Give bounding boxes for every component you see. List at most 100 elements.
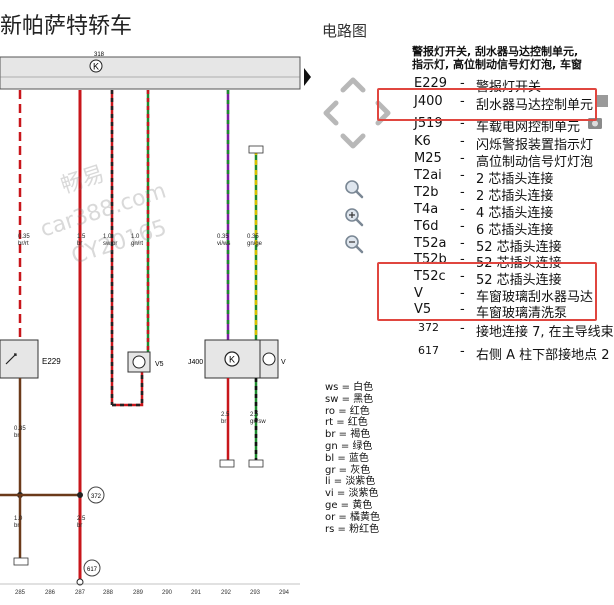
ground-tag-right (248, 459, 264, 468)
wire-label-size: 1.0 (14, 516, 23, 522)
camera-icon[interactable] (588, 118, 602, 129)
color-item: gn = 绿色 (325, 440, 373, 452)
color-item: or = 橘黄色 (325, 511, 380, 523)
wire-label-size: 2.5 (77, 516, 86, 522)
color-item: ge = 黄色 (325, 499, 373, 511)
color-item: bl = 蓝色 (325, 452, 369, 464)
nav-left-icon[interactable] (323, 100, 339, 126)
bus-terminal-symbol: K (93, 62, 99, 72)
fuse-bus-bar (0, 56, 301, 90)
color-code: ro (325, 405, 336, 417)
wire-label-color: gn/rt (131, 241, 143, 247)
legend-code: T2b (414, 185, 439, 200)
color-name: 白色 (353, 382, 374, 393)
color-code: or (325, 511, 336, 523)
search-icon[interactable] (345, 180, 364, 199)
wire-label-size: 2.5 (250, 412, 259, 418)
zoom-in-icon[interactable] (345, 208, 364, 227)
legend-text: 6 芯插头连接 (476, 223, 554, 238)
color-code: ge (325, 499, 338, 511)
column-number: 293 (250, 590, 261, 596)
wire-label-color: gn/ge (247, 241, 263, 247)
legend-text: 车窗玻璃清洗泵 (476, 306, 568, 321)
nav-right-icon[interactable] (375, 100, 391, 126)
legend-code: V (414, 286, 423, 301)
wire-label-size: 0.35 (217, 234, 229, 240)
wire-label-size: 2.5 (221, 412, 230, 418)
legend-code: T2ai (414, 168, 442, 183)
legend-text: 2 芯插头连接 (476, 189, 554, 204)
wire-label-size: 0.35 (247, 234, 259, 240)
ground-point-372 (87, 486, 105, 504)
nav-up-icon[interactable] (340, 77, 366, 93)
color-name: 粉红色 (349, 523, 380, 535)
color-name: 淡紫色 (348, 488, 379, 500)
page-title: 新帕萨特轿车 (0, 14, 133, 39)
legend-code: J519 (414, 116, 443, 131)
ground-point-617 (83, 559, 101, 577)
wire-sw-br-return (112, 372, 144, 407)
expand-arrow-icon[interactable] (304, 68, 311, 86)
color-item: gr = 灰色 (325, 464, 371, 476)
wire-label-color: vi/ws (217, 241, 230, 247)
nav-down-icon[interactable] (340, 133, 366, 149)
color-code: gr (325, 464, 336, 476)
wire-label-color: br (14, 523, 19, 529)
column-number: 289 (133, 590, 144, 596)
wire-label-color: br (14, 433, 19, 439)
legend-code: T52b (414, 252, 447, 267)
image-icon[interactable] (597, 95, 608, 107)
color-name: 黄色 (352, 499, 373, 511)
description-header: 警报灯开关, 刮水器马达控制单元, 指示灯, 高位制动信号灯灯泡, 车窗 (412, 45, 582, 71)
color-name: 蓝色 (348, 452, 369, 464)
color-name: 红色 (347, 417, 368, 429)
color-code: rt (325, 417, 334, 429)
wire-label-size: 0.35 (18, 234, 30, 240)
color-name: 淡紫色 (345, 476, 376, 488)
legend-code: M25 (414, 151, 442, 166)
connector-ref-31 (248, 145, 264, 154)
description-line: 警报灯开关, 刮水器马达控制单元, (412, 45, 579, 58)
legend-text: 52 芯插头连接 (476, 240, 562, 255)
color-code: ws (325, 382, 339, 393)
legend-code: 372 (418, 321, 439, 334)
ground-tag-bottom (13, 557, 29, 566)
wire-label-color: br/rt (18, 241, 29, 247)
color-item: ws = 白色 (325, 382, 374, 393)
legend-text: 闪烁警报装置指示灯 (476, 138, 594, 153)
wire-label-size: 1.5 (77, 234, 86, 240)
wire-color-legend: ws = 白色 sw = 黑色 ro = 红色 rt = 红色 br = 褐色 … (325, 382, 380, 535)
wire-label-size: 1.0 (131, 234, 140, 240)
color-code: li (325, 476, 331, 488)
legend-code: T4a (414, 202, 439, 217)
color-item: vi = 淡紫色 (325, 488, 379, 500)
color-name: 绿色 (352, 440, 373, 452)
color-code: rs (325, 523, 335, 535)
section-title: 电路图 (322, 22, 368, 40)
wire-label-color: br (77, 523, 82, 529)
legend-code: T52c (414, 269, 446, 284)
column-number: 292 (221, 590, 232, 596)
color-code: br (325, 429, 336, 441)
wire-label-color: gn/sw (250, 419, 266, 425)
legend-code: 617 (418, 344, 439, 357)
color-name: 红色 (349, 405, 370, 417)
legend-text: 接地连接 7, 在主导线束 (476, 325, 614, 340)
legend-text: 4 芯插头连接 (476, 206, 554, 221)
legend-code: K6 (414, 134, 431, 149)
color-name: 黑色 (353, 393, 374, 405)
zoom-out-icon[interactable] (345, 235, 364, 254)
legend-text: 2 芯插头连接 (476, 172, 554, 187)
column-number: 288 (103, 590, 114, 596)
component-v-label: V (281, 359, 286, 366)
component-j400-symbol: K (229, 355, 235, 365)
column-number: 285 (15, 590, 26, 596)
column-number: 291 (191, 590, 202, 596)
color-name: 橘黄色 (349, 511, 380, 523)
color-code: vi (325, 488, 334, 500)
wire-label-size: 0.35 (14, 426, 26, 432)
color-code: sw (325, 393, 339, 405)
legend-code: J400 (414, 94, 443, 109)
color-item: sw = 黑色 (325, 393, 374, 405)
